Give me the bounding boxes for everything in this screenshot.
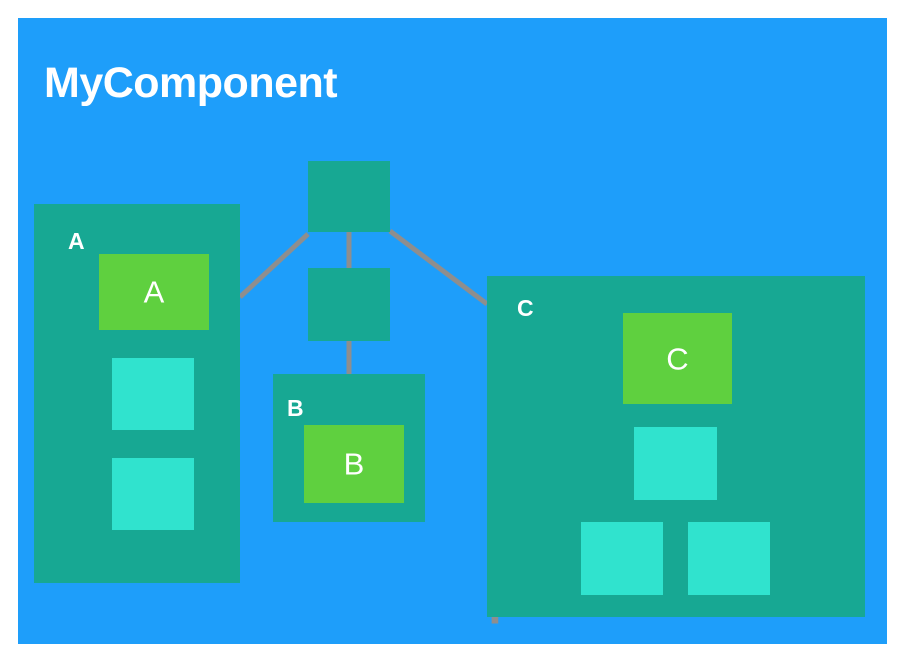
group-container-c[interactable]: C C [487,276,865,617]
root-node-top[interactable] [308,161,390,232]
group-container-b[interactable]: B B [273,374,425,522]
node-c-cyan-mid[interactable] [634,427,717,500]
group-label-c: C [517,295,534,321]
group-label-a: A [68,228,85,254]
node-c-green[interactable]: C [623,313,732,404]
node-c-cyan-right[interactable] [688,522,770,595]
edge-root-top-to-group-a [238,232,310,299]
edge-root-top-to-group-c [388,229,489,306]
node-c-cyan-left[interactable] [581,522,663,595]
page-title: MyComponent [44,59,338,107]
node-c-green-label: C [666,341,689,376]
node-a-green-label: A [143,274,165,310]
group-label-b: B [287,395,304,421]
node-a-green[interactable]: A [99,254,209,330]
root-node-second[interactable] [308,268,390,341]
node-a-cyan-2[interactable] [112,458,194,530]
diagram-canvas: MyComponent A A B B [18,18,887,644]
group-container-a[interactable]: A A [34,204,499,624]
node-b-green-label: B [343,446,365,482]
node-a-cyan-1[interactable] [112,358,194,430]
node-b-green[interactable]: B [304,425,404,503]
